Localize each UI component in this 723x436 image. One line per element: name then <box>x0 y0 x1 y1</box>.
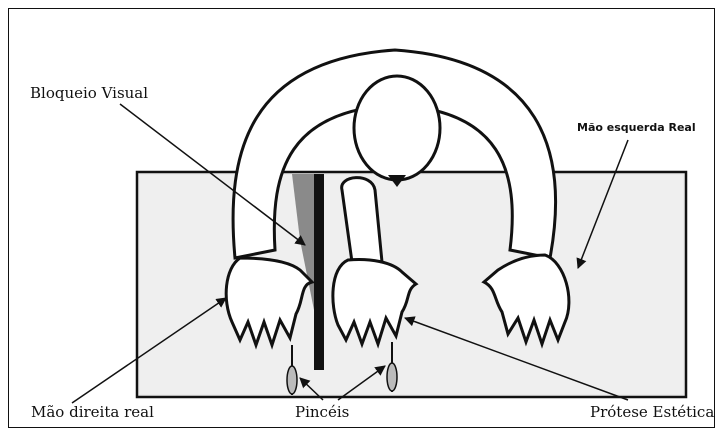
label-right-hand-real: Mão direita real <box>31 403 154 421</box>
label-brushes: Pincéis <box>295 403 349 421</box>
head <box>354 76 440 180</box>
label-visual-block: Bloqueio Visual <box>30 84 148 102</box>
label-left-hand-real: Mão esquerda Real <box>577 121 696 134</box>
partition-bar <box>314 174 324 370</box>
label-prosthesis: Prótese Estética <box>590 403 714 421</box>
